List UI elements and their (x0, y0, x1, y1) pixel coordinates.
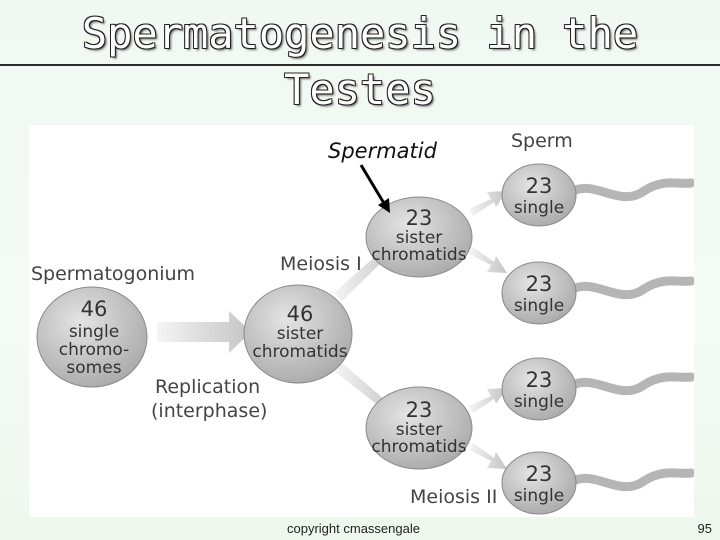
sperm-head-1 (501, 163, 577, 227)
sperm-tail-4 (564, 468, 694, 492)
sperm-3-count: 23 (526, 368, 553, 392)
slide-title-line-1: Spermatogenesis in the (81, 9, 639, 58)
footer-copyright: copyright cmassengale (287, 521, 420, 536)
sperm-1-count: 23 (526, 174, 553, 198)
spermatogonium-line-2: chromo- (59, 340, 130, 360)
secondary-top-count: 23 (406, 206, 433, 230)
page-number: 95 (697, 521, 712, 536)
replicated-line-1: sister (277, 324, 324, 344)
spermatid-annotation: Spermatid (328, 139, 437, 163)
label-replication: Replication (155, 376, 260, 398)
spermatogenesis-diagram: Spermatogonium Replication (interphase) … (29, 125, 694, 517)
diagram-svg: Spermatogonium Replication (interphase) … (31, 130, 694, 515)
sperm-tail-3 (564, 372, 694, 396)
sperm-3-label: single (514, 392, 564, 412)
arrow-replication (157, 311, 251, 353)
arrow-meiosis2-c (469, 388, 507, 413)
arrow-meiosis2-b (469, 247, 507, 273)
spermatogonium-count: 46 (81, 297, 108, 321)
label-interphase: (interphase) (151, 400, 267, 422)
replicated-line-2: chromatids (252, 342, 347, 362)
secondary-top-line-1: sister (396, 228, 443, 248)
secondary-bottom-count: 23 (406, 398, 433, 422)
sperm-4-label: single (514, 486, 564, 506)
sperm-2-count: 23 (526, 272, 553, 296)
cell-secondary-top (365, 196, 473, 278)
sperm-tail-2 (564, 276, 694, 300)
sperm-2-label: single (514, 296, 564, 316)
title-rule (0, 64, 720, 66)
arrow-meiosis2-d (469, 443, 507, 469)
secondary-bottom-line-1: sister (396, 420, 443, 440)
sperm-1-label: single (514, 198, 564, 218)
sperm-head-4 (501, 451, 577, 515)
spermatid-pointer-line (359, 164, 387, 206)
label-meiosis-1: Meiosis I (280, 253, 362, 275)
slide-title-line-2: Testes (284, 65, 436, 114)
arrow-meiosis2-a (469, 191, 507, 216)
secondary-bottom-line-2: chromatids (371, 437, 466, 457)
label-meiosis-2: Meiosis II (410, 486, 497, 508)
cell-replicated (243, 284, 353, 384)
slide-title: Spermatogenesis in the Testes (0, 6, 720, 118)
label-sperm: Sperm (511, 130, 573, 152)
spermatogonium-line-1: single (69, 322, 119, 342)
spermatogonium-line-3: somes (66, 358, 121, 378)
sperm-tail-1 (564, 178, 694, 202)
sperm-head-3 (501, 357, 577, 421)
cell-spermatogonium (36, 286, 148, 388)
cell-secondary-bottom (365, 386, 473, 470)
label-spermatogonium: Spermatogonium (31, 263, 195, 285)
replicated-count: 46 (287, 302, 314, 326)
spermatid-pointer-head (378, 198, 390, 213)
sperm-4-count: 23 (526, 462, 553, 486)
sperm-head-2 (501, 261, 577, 325)
secondary-top-line-2: chromatids (371, 245, 466, 265)
